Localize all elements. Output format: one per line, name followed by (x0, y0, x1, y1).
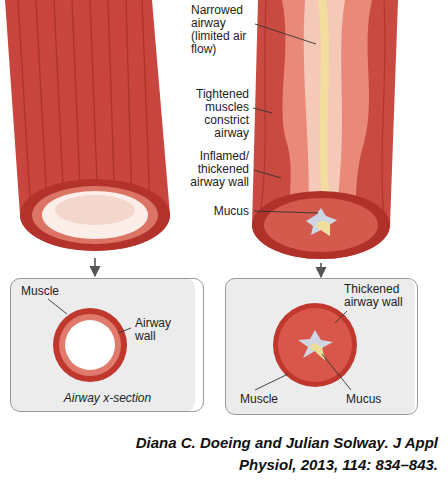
callout-label: Tightened muscles constrict airway (176, 88, 250, 140)
part-label: Muscle (240, 393, 300, 406)
part-label: Airway wall (135, 317, 193, 343)
citation-caption: Diana C. Doeing and Julian Solway. J App… (108, 432, 438, 476)
normal-cross-section (48, 299, 131, 382)
leader-lines (253, 24, 318, 213)
part-label: Muscle (21, 285, 81, 298)
cross-section-box: Thickened airway wallMuscle Mucus (225, 278, 418, 415)
part-label: Thickened airway wall (344, 283, 414, 309)
asthmatic-cross-section (255, 303, 357, 390)
callout-label: Mucus (200, 205, 250, 218)
inset-caption: Airway x-section (15, 392, 200, 405)
normal-airway (5, 0, 170, 251)
inset-ground (225, 278, 415, 415)
cross-section-box: MuscleAirway wallAirway x-section (10, 278, 204, 412)
asthmatic-airway (252, 0, 398, 259)
callout-label: Inflamed/ thickened airway wall (172, 150, 250, 189)
down-arrows (95, 258, 321, 277)
callout-label: Narrowed airway (limited air flow) (190, 4, 254, 56)
part-label: Mucus (346, 393, 406, 406)
